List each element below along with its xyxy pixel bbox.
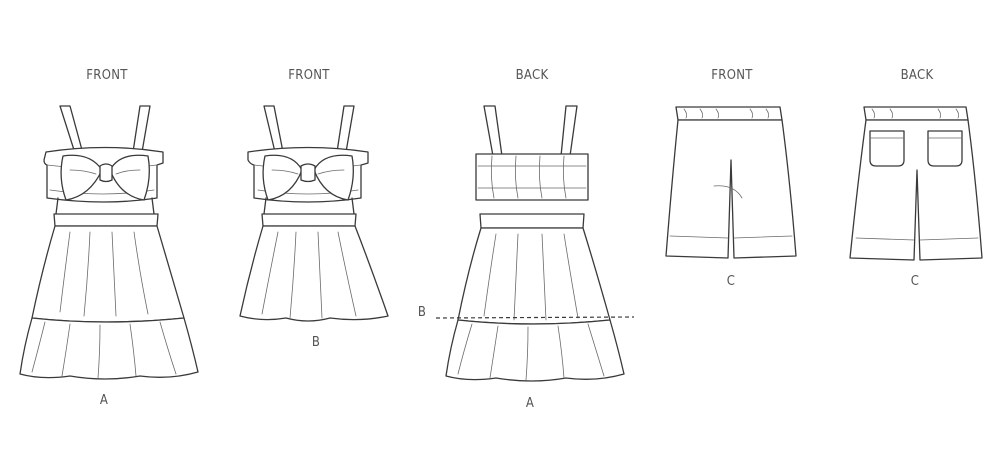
hem-marker-label: B <box>417 305 427 320</box>
variation-label-c-front: C <box>726 274 736 289</box>
top-b-front-drawing <box>239 105 389 322</box>
view-label-c-front: FRONT <box>711 68 753 83</box>
view-label-c-back: BACK <box>900 68 934 83</box>
variation-label-a-front: A <box>99 393 109 408</box>
dress-a-back-drawing <box>435 105 635 382</box>
view-label-a-front: FRONT <box>86 68 128 83</box>
view-label-a-back: BACK <box>515 68 549 83</box>
view-label-b-front: FRONT <box>288 68 330 83</box>
variation-label-b-front: B <box>311 335 321 350</box>
shorts-c-back-drawing <box>849 106 983 261</box>
variation-label-c-back: C <box>910 274 920 289</box>
variation-label-a-back: A <box>525 396 535 411</box>
shorts-c-front-drawing <box>665 106 797 259</box>
dress-a-front-drawing <box>19 105 199 380</box>
